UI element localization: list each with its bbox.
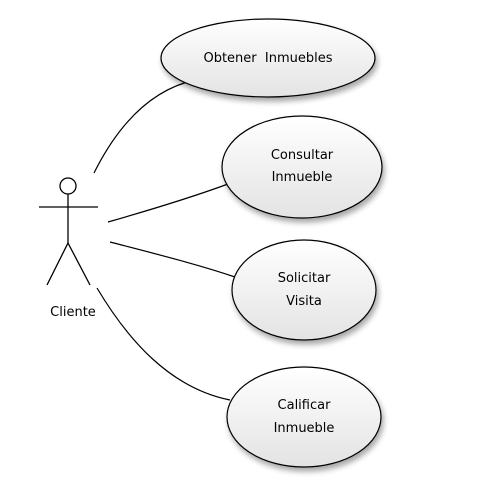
use-case-ellipse: [231, 239, 377, 341]
use-case-label-line-1: Solicitar: [278, 271, 331, 286]
use-case-ellipse: [226, 366, 382, 468]
use-case-obtener-inmuebles[interactable]: Obtener Inmuebles: [160, 18, 376, 98]
use-case-label: Obtener Inmuebles: [203, 51, 332, 66]
actor-label: Cliente: [50, 305, 96, 320]
association-consultar-inmueble: [107, 183, 229, 223]
association-obtener-inmuebles: [93, 79, 196, 174]
use-case-solicitar-visita[interactable]: Solicitar Visita: [231, 239, 377, 341]
use-case-label-line-2: Visita: [286, 294, 322, 309]
use-case-label-line-2: Inmueble: [274, 421, 335, 436]
use-case-ellipse: [221, 115, 383, 219]
actor-right-leg: [67, 242, 91, 286]
association-calificar-inmueble: [96, 287, 231, 401]
use-case-consultar-inmueble[interactable]: Consultar Inmueble: [221, 115, 383, 219]
use-case-label-line-2: Inmueble: [272, 170, 333, 185]
actor-cliente[interactable]: [39, 177, 98, 286]
actor-left-leg: [46, 242, 69, 286]
use-case-ellipse: [160, 18, 376, 98]
use-case-label-line-1: Calificar: [278, 398, 332, 413]
use-case-label-line-1: Consultar: [271, 148, 334, 163]
use-case-calificar-inmueble[interactable]: Calificar Inmueble: [226, 366, 382, 468]
actor-head: [59, 177, 77, 195]
associations: [93, 79, 239, 401]
association-solicitar-visita: [109, 241, 239, 279]
